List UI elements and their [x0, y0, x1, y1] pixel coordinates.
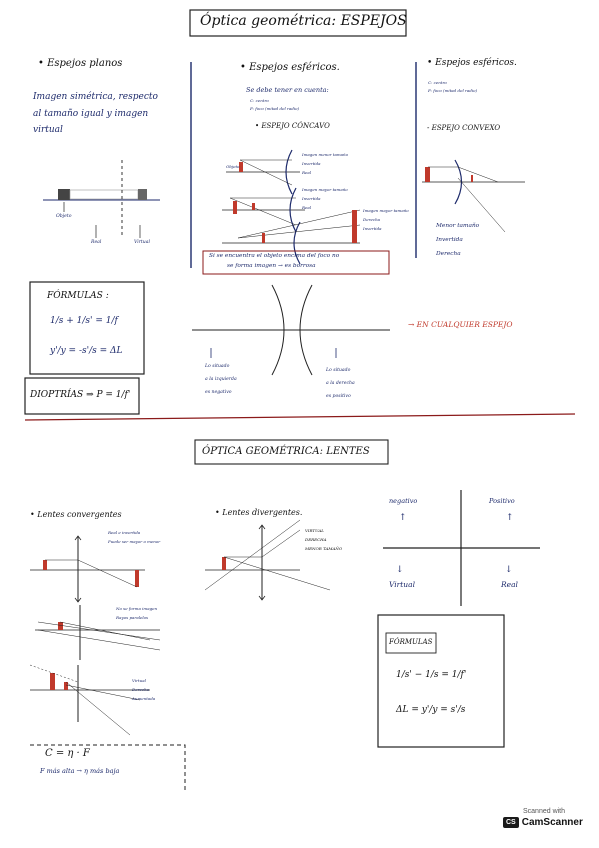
- up-arrow-pos: ↑: [506, 513, 514, 523]
- any-mirror-note: → EN CUALQUIER ESPEJO: [408, 320, 513, 329]
- convergent-d2-line1: No se forma imagen: [116, 606, 158, 611]
- concave-diagram-1: [226, 149, 300, 195]
- power-note: F más alta → η más baja: [40, 767, 120, 775]
- divergent-line2: DERECHA: [305, 537, 327, 542]
- camscanner-logo-icon: CS: [503, 817, 519, 828]
- concave-d3-line2: Derecha: [363, 217, 381, 222]
- mirror-formula-1: 1/s + 1/s' = 1/f: [50, 316, 118, 326]
- concave-d2-line1: Imagen mayor tamaño: [302, 187, 348, 192]
- mirror-sign-axes: [192, 284, 390, 376]
- lens-sign-negative: negativo: [389, 497, 418, 505]
- concave-heading: • ESPEJO CÓNCAVO: [255, 122, 330, 130]
- convex-result-1: Menor tamaño: [436, 223, 480, 229]
- flat-desc-2: al tamaño igual y imagen: [33, 109, 149, 119]
- sign-left-2: a la izquierda: [205, 377, 237, 382]
- flat-desc-3: virtual: [33, 125, 63, 135]
- divergent-heading: • Lentes divergentes.: [215, 508, 303, 517]
- divergent-diagram: [204, 519, 331, 601]
- concave-d2-line2: Invertida: [302, 196, 321, 201]
- divergent-line1: VIRTUAL: [305, 528, 324, 533]
- sign-left-1: Lo situado: [205, 364, 230, 369]
- convergent-diagram-1: [30, 535, 145, 603]
- lens-sign-positive: Positivo: [489, 497, 515, 505]
- spherical-f-note: F: foco (mitad del radio): [250, 106, 300, 111]
- concave-d1-line2: Invertida: [302, 161, 321, 166]
- power-formula: C = η · F: [45, 748, 90, 759]
- convergent-d1-line1: Real e invertida: [108, 530, 141, 535]
- title-mirrors: Óptica geométrica: ESPEJOS: [200, 13, 407, 29]
- convergent-d3-line3: Aumentada: [132, 696, 156, 701]
- down-arrow-virtual: ↓: [396, 565, 404, 575]
- lens-sign-real: Real: [501, 580, 518, 589]
- up-arrow-neg: ↑: [399, 513, 407, 523]
- convex-heading: - ESPEJO CONVEXO: [427, 124, 501, 132]
- concave-diagram-2: [222, 187, 305, 233]
- spherical-c-note: C: centro: [250, 98, 269, 103]
- convergent-d3-line1: Virtual: [132, 678, 146, 683]
- lens-formula-1: 1/s' − 1/s = 1/f': [396, 670, 467, 680]
- scanned-with-label: Scanned with: [522, 808, 566, 815]
- flat-object-label: Objeto: [56, 214, 72, 219]
- title-box-lenses: [194, 439, 389, 465]
- lens-formulas-title: FÓRMULAS: [389, 638, 433, 646]
- title-lenses: ÓPTICA GEOMÉTRICA: LENTES: [202, 446, 370, 457]
- concave-d1-line3: Real: [302, 170, 312, 175]
- title-box-mirrors: [189, 9, 407, 37]
- note-box-line1: Si se encuentra el objeto encima del foc…: [209, 253, 340, 259]
- section-divider: [24, 413, 576, 421]
- concave-object-label: Objeto: [226, 164, 240, 169]
- spherical2-heading: • Espejos esféricos.: [427, 58, 517, 68]
- flat-desc-1: Imagen simétrica, respecto: [33, 92, 158, 102]
- convex-result-3: Derecha: [436, 251, 461, 257]
- sign-right-2: a la derecha: [326, 381, 355, 386]
- convergent-diagram-2: [35, 605, 161, 660]
- convergent-d3-line2: Derecha: [132, 687, 150, 692]
- convergent-diagram-3: [29, 664, 150, 736]
- spherical2-c-note: C: centro: [428, 80, 447, 85]
- flat-virtual-label: Virtual: [134, 240, 150, 245]
- concave-d1-line1: Imagen menor tamaño: [302, 152, 349, 157]
- flat-mirror-diagram: [43, 160, 160, 238]
- sign-right-1: Lo situado: [326, 368, 351, 373]
- flat-mirrors-heading: • Espejos planos: [38, 58, 123, 69]
- lens-formulas-title-box: [385, 632, 437, 654]
- lens-sign-virtual: Virtual: [389, 580, 415, 589]
- camscanner-brand: CamScanner: [521, 817, 583, 828]
- mirror-formulas-title: FÓRMULAS :: [47, 291, 109, 301]
- flat-real-label: Real: [91, 240, 102, 245]
- power-note-border: [30, 744, 186, 790]
- mirror-formulas-box: [29, 281, 145, 375]
- concave-d3-line3: Invertida: [363, 226, 382, 231]
- dioptrias-formula: DIOPTRÍAS ⇒ P = 1/f': [30, 390, 131, 400]
- mirror-formula-2: y'/y = -s'/s = ΔL: [50, 346, 123, 356]
- object-marker: [58, 189, 70, 200]
- convex-result-2: Invertida: [436, 237, 463, 243]
- convergent-d2-line2: Rayos paralelos: [116, 615, 149, 620]
- spherical-note: Se debe tener en cuenta:: [246, 86, 329, 94]
- sign-right-3: es positivo: [326, 394, 351, 399]
- lens-sign-axes: [383, 490, 540, 606]
- convex-diagram: [422, 159, 525, 233]
- spherical-heading: • Espejos esféricos.: [240, 62, 340, 73]
- image-marker: [138, 189, 147, 200]
- convergent-heading: • Lentes convergentes: [30, 510, 122, 519]
- concave-d2-line3: Real: [302, 205, 312, 210]
- lens-formulas-box: [377, 614, 505, 748]
- sign-left-3: es negativo: [205, 390, 232, 395]
- concave-diagram-3: [222, 209, 361, 265]
- divergent-line3: MENOR TAMAÑO: [305, 546, 343, 551]
- convergent-d1-line2: Puede ser mayor o menor: [108, 539, 161, 544]
- spherical2-f-note: F: foco (mitad del radio): [428, 88, 478, 93]
- dioptrias-box: [24, 377, 140, 415]
- note-box-red: [202, 250, 390, 275]
- note-box-line2: se forma imagen → es borrosa: [227, 263, 316, 269]
- camscanner-watermark: Scanned with CS CamScanner: [503, 808, 585, 840]
- down-arrow-real: ↓: [505, 565, 513, 575]
- concave-d3-line1: Imagen mayor tamaño: [363, 208, 409, 213]
- lens-formula-2: ΔL = y'/y = s'/s: [396, 705, 466, 715]
